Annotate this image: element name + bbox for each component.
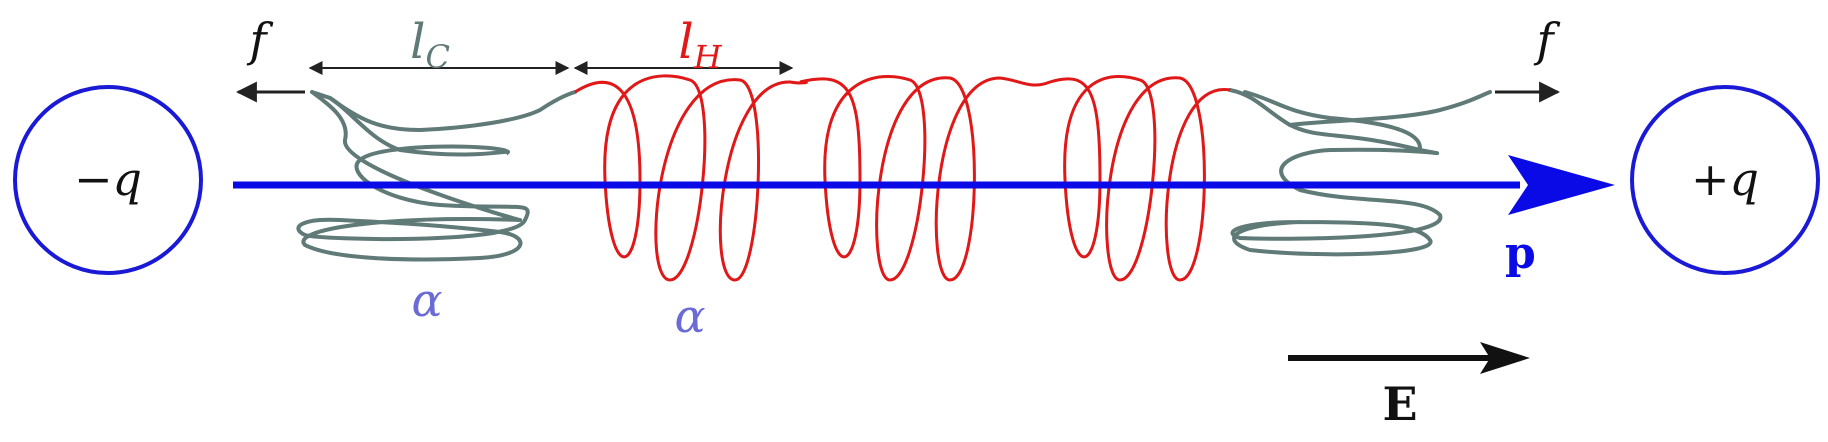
coil-length-base: l xyxy=(410,14,425,70)
helix-length-label: lH xyxy=(678,14,722,76)
alpha-helix-label: α xyxy=(674,289,705,343)
positive-charge-circle xyxy=(1630,85,1820,275)
negative-charge-label: −q xyxy=(74,152,142,206)
force-right-label: f xyxy=(1533,13,1560,67)
helix-length-sub: H xyxy=(693,38,723,76)
positive-charge-label: +q xyxy=(1691,152,1759,206)
helix-length-base: l xyxy=(678,14,693,70)
coil-length-sub: C xyxy=(425,38,449,76)
left-random-coil xyxy=(296,90,530,262)
positive-charge: +q xyxy=(1630,85,1820,275)
force-left-label: f xyxy=(246,13,273,67)
field-arrow xyxy=(1288,342,1530,374)
negative-charge-circle xyxy=(13,85,203,275)
field-label: E xyxy=(1382,377,1417,431)
right-coil-tail xyxy=(1243,90,1492,150)
alpha-coil-label: α xyxy=(411,273,442,327)
helix xyxy=(574,74,1231,282)
left-coil-tail xyxy=(328,90,577,133)
dipole-label: p xyxy=(1505,228,1536,279)
dipole-arrow xyxy=(233,155,1615,215)
negative-charge: −q xyxy=(13,85,203,275)
coil-length-label: lC xyxy=(410,14,450,76)
